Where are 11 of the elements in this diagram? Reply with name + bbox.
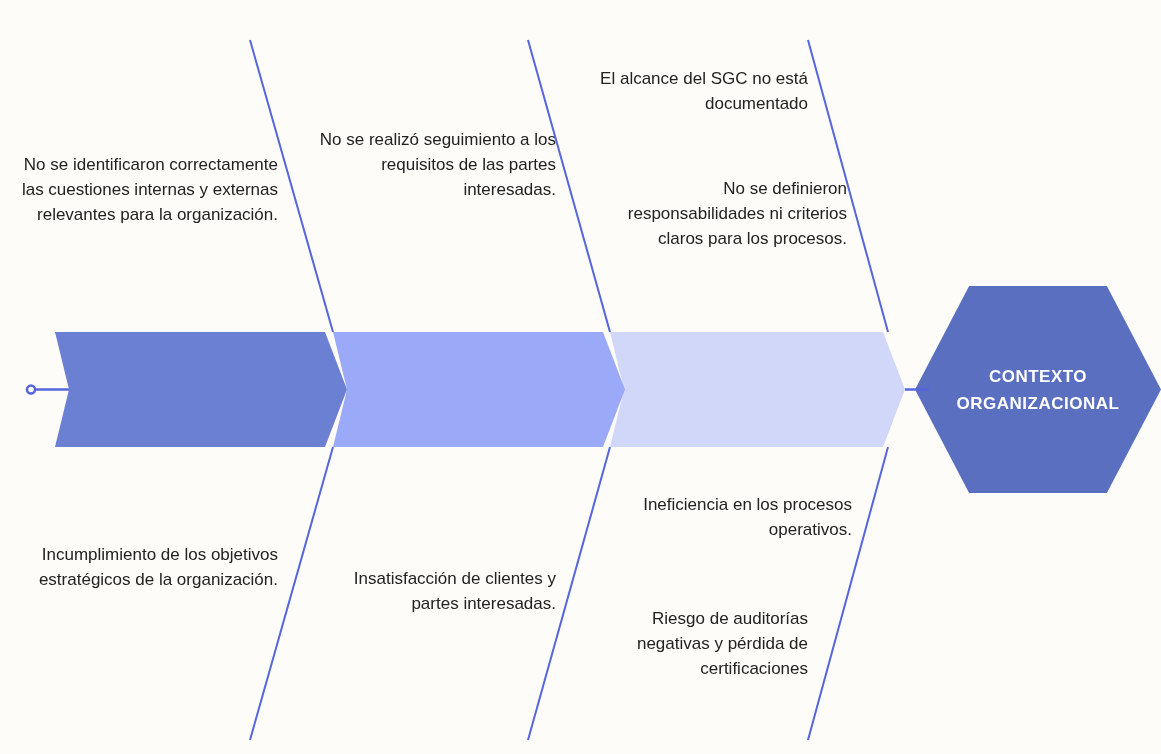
hexagon-title: CONTEXTO ORGANIZACIONAL bbox=[955, 365, 1121, 415]
cause-text: No se realizó seguimiento a los requisitos de las partes interesadas. bbox=[318, 129, 556, 201]
cause-text: No se definieron responsabilidades ni criterios claros para los procesos. bbox=[626, 178, 847, 250]
cause-text: Incumplimiento de los objetivos estratégicos de la organización. bbox=[37, 544, 278, 591]
cause-text: El alcance del SGC no está documentado bbox=[599, 68, 808, 115]
cause-text: Insatisfacción de clientes y partes interesadas. bbox=[352, 568, 556, 615]
connector-line bbox=[905, 388, 929, 391]
connector-line bbox=[25, 384, 69, 395]
cause-text: Ineficiencia en los procesos operativos. bbox=[642, 494, 852, 541]
cause-text: Riesgo de auditorías negativas y pérdida de certificaciones bbox=[635, 608, 808, 680]
cause-text: No se identificaron correctamente las cuestiones internas y externas relevantes para la organización. bbox=[20, 154, 278, 226]
